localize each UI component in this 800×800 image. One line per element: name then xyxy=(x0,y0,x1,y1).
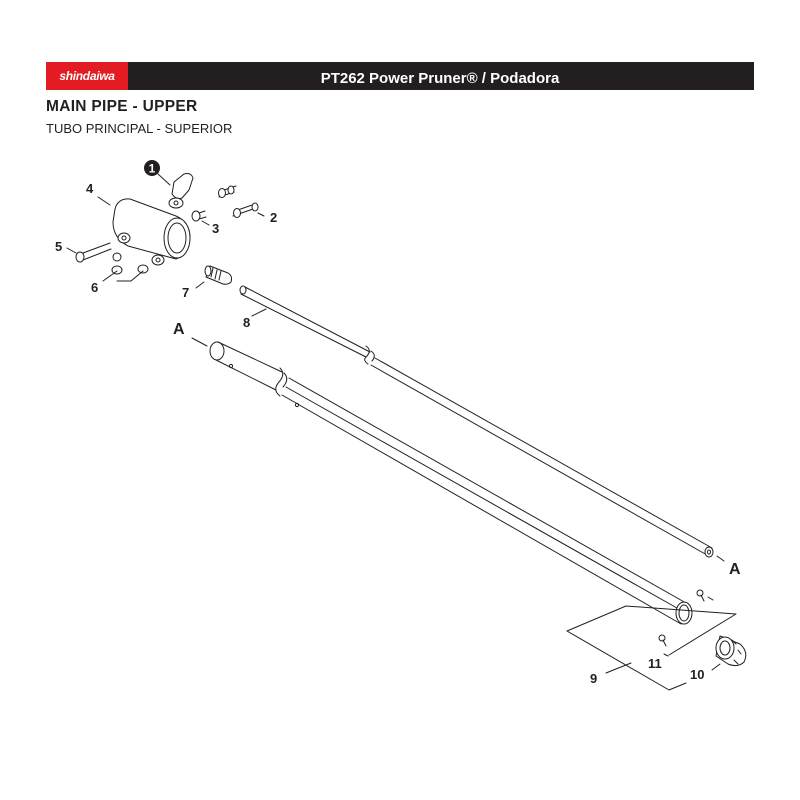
callout-5: 5 xyxy=(55,239,62,254)
section-title: MAIN PIPE - UPPER xyxy=(46,98,198,115)
callout-6: 6 xyxy=(91,280,98,295)
part-9-main-pipe xyxy=(209,341,693,625)
callout-2: 2 xyxy=(270,210,277,225)
callout-11: 11 xyxy=(648,656,662,671)
brand-logo: shindaiwa xyxy=(46,62,128,90)
part-11-screws xyxy=(658,589,705,647)
callout-9: 9 xyxy=(590,671,597,686)
part-3-screw xyxy=(191,210,207,222)
section-subtitle: TUBO PRINCIPAL - SUPERIOR xyxy=(46,121,233,136)
part-7-coupler xyxy=(204,265,233,285)
callout-8: 8 xyxy=(243,315,250,330)
callout-1-badge xyxy=(144,160,160,176)
header-top-rule xyxy=(46,62,754,68)
match-mark-a-left: A xyxy=(173,321,185,338)
callout-7: 7 xyxy=(182,285,189,300)
callout-4: 4 xyxy=(86,181,94,196)
part-5-screw xyxy=(75,242,112,263)
header-bar: shindaiwa PT262 Power Pruner® / Podadora xyxy=(46,62,754,90)
callout-1: 1 xyxy=(149,162,156,176)
part-10-nut xyxy=(715,635,747,667)
part-6-nuts xyxy=(111,252,149,275)
part-8-drive-shaft xyxy=(239,285,714,558)
header-title-band xyxy=(126,66,754,90)
leader-lines xyxy=(66,173,737,691)
part-2-screws xyxy=(218,185,259,218)
brand-logo-text: shindaiwa xyxy=(59,69,115,83)
page-title: PT262 Power Pruner® / Podadora xyxy=(320,69,560,87)
part-1-lever xyxy=(168,173,194,209)
callout-3: 3 xyxy=(212,221,219,236)
callout-10: 10 xyxy=(690,667,704,682)
match-mark-a-right: A xyxy=(729,561,741,578)
part-4-clamp-housing xyxy=(112,198,191,266)
